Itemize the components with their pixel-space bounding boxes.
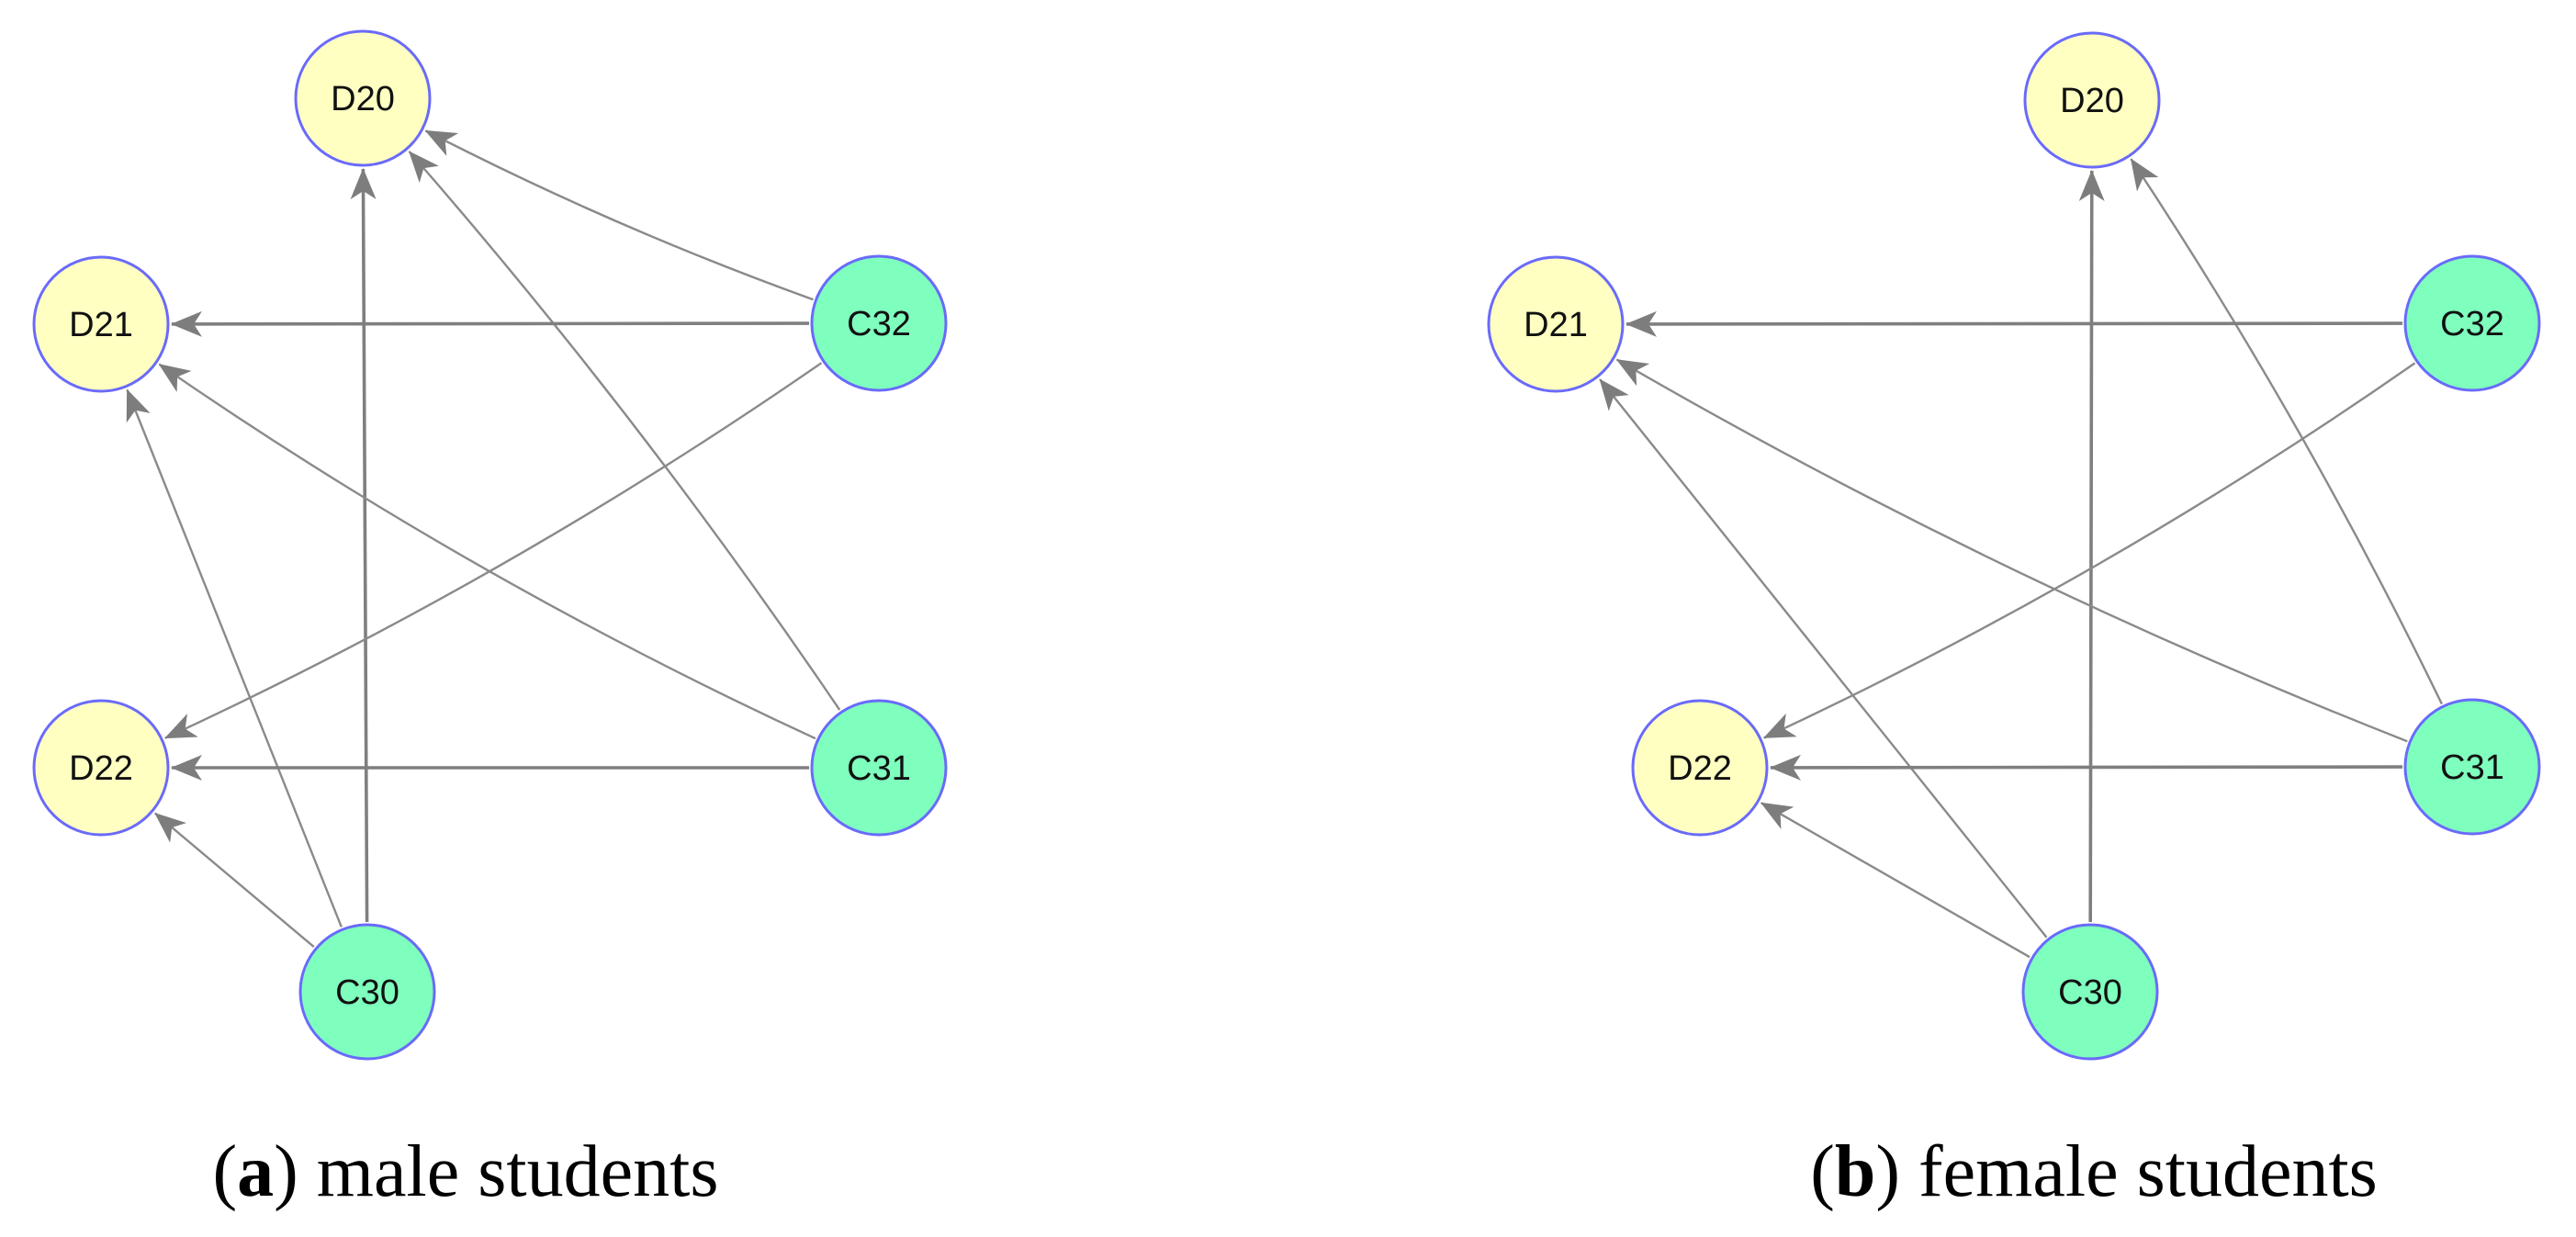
node-D22-a: D22 [32,699,170,837]
node-C30-b: C30 [2021,923,2159,1061]
course-node-yellow [294,29,432,167]
node-label: D22 [69,749,133,788]
node-C31-b: C31 [2403,698,2541,836]
node-D21-b: D21 [1487,255,1625,393]
node-D22-b: D22 [1631,699,1769,837]
course-node-green [2403,698,2541,836]
node-label: C30 [2058,973,2122,1012]
node-D20-b: D20 [2023,31,2161,169]
node-C31-a: C31 [810,699,948,837]
course-node-green [810,699,948,837]
edge-C32-to-D21-b [1625,310,2403,337]
edge-C30-to-D21-b [1599,378,2048,939]
node-label: C32 [847,305,911,343]
node-label: D20 [2060,82,2124,120]
caption-panel-b: (b) female students [1810,1131,2378,1212]
edge-C32-to-D22-a [163,362,823,739]
caption-panel-a: (a) male students [213,1131,719,1212]
caption-a-letter: a [237,1131,275,1212]
caption-b-paren-close: ) [1875,1131,1900,1212]
edge-C31-to-D21-a [158,363,816,740]
node-label: D21 [69,306,133,344]
node-label: C32 [2440,305,2504,343]
course-node-green [810,254,948,392]
node-label: D20 [331,80,395,118]
node-C32-a: C32 [810,254,948,392]
node-label: C31 [847,749,911,788]
course-node-yellow [32,699,170,837]
edge-C31-to-D22-b [1770,754,2403,781]
node-label: C30 [335,973,399,1012]
edge-C30-to-D20-b [2078,170,2105,923]
caption-a-paren-open: ( [212,1131,238,1212]
node-D21-a: D21 [32,255,170,393]
edge-C31-to-D20-b [2130,158,2443,705]
edge-C30-to-D21-a [126,388,343,928]
node-label: C31 [2440,748,2504,787]
edge-C30-to-D20-a [350,168,377,923]
node-C30-a: C30 [298,923,436,1061]
course-node-green [2403,254,2541,392]
caption-b-paren-open: ( [1810,1131,1835,1212]
edge-C31-to-D21-b [1615,358,2408,743]
edge-C32-to-D20-a [424,129,814,301]
edge-C30-to-D22-b [1760,802,2030,959]
edge-C32-to-D21-a [171,310,810,337]
caption-a-text: male students [298,1131,719,1212]
node-D20-a: D20 [294,29,432,167]
edge-C30-to-D22-a [154,812,315,949]
course-node-yellow [1487,255,1625,393]
node-label: D22 [1668,749,1732,788]
node-C32-b: C32 [2403,254,2541,392]
course-node-yellow [32,255,170,393]
caption-b-text: female students [1899,1131,2378,1212]
course-node-yellow [2023,31,2161,169]
course-node-yellow [1631,699,1769,837]
edge-C32-to-D22-b [1762,362,2416,739]
edge-C31-to-D20-a [408,151,841,711]
course-node-green [298,923,436,1061]
caption-a-paren-close: ) [274,1131,298,1212]
course-node-green [2021,923,2159,1061]
caption-b-letter: b [1834,1131,1876,1212]
node-label: D21 [1524,306,1588,344]
